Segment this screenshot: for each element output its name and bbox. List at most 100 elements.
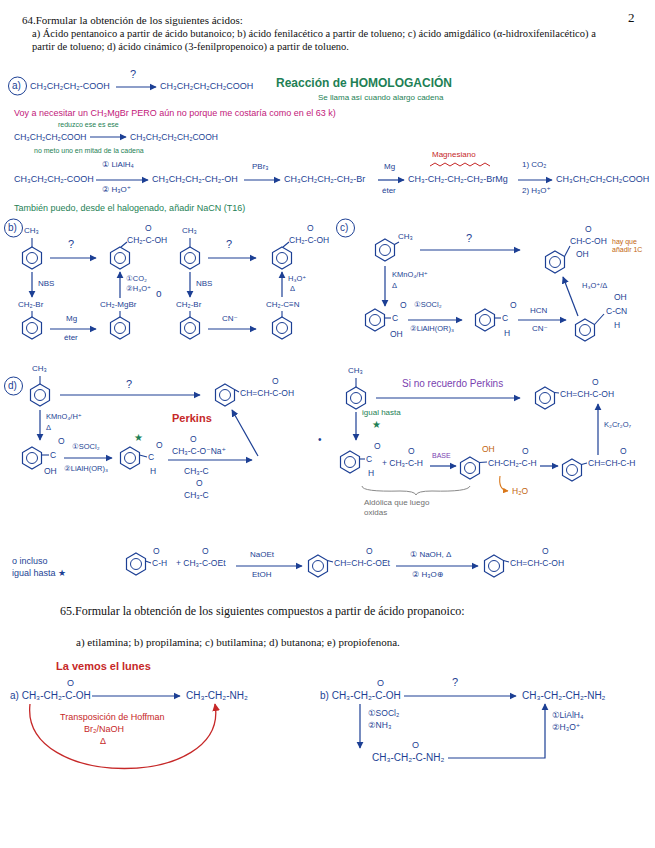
reaction-arrow [281,272,282,297]
formula-text: CN⁻ [532,324,548,334]
formula-text: CH-C-OH [570,236,607,246]
benzene-ring [23,447,42,469]
formula-text: CH-CH₂-C-H [488,458,537,468]
note-text: BASE [432,452,451,460]
formula-text: CH₂-C-OH [127,235,167,245]
reaction-arrow [116,86,156,87]
formula-text: Δ [392,281,397,290]
formula-text: O [592,377,599,387]
formula-text: CH₃-CH₂-NH₂ [186,690,248,702]
reaction-arrow [90,136,126,137]
item-circle [9,77,27,95]
formula-text: ? [130,68,136,81]
formula-text: KMnO₄/H⁺ [46,412,82,421]
formula-text: O [377,678,384,689]
note-text: ★ [372,419,381,431]
formula-text: ①SOCl₂ [414,300,442,309]
reaction-arrow [448,704,545,758]
formula-text: CH=CH-C-H [588,458,635,468]
formula-text: ① LiAlH₄ [102,160,134,170]
formula-text: ② H₃O⁺ [102,185,131,195]
formula-text: ? [452,676,458,689]
bond-line [565,246,571,257]
reaction-arrow [430,465,456,466]
formula-text: ? [466,232,472,245]
formula-text: OH [576,249,589,259]
formula-text: CH₃CH₂CH₂-CH₂-OH [152,174,238,185]
formula-text: + CH₃-C-OEt [176,558,226,568]
note-text: ★ [134,432,143,444]
formula-text: PBr₃ [252,162,269,172]
formula-text: H [504,328,510,338]
formula-text: CH=CH-C-OH [240,388,294,398]
bond-line [42,454,50,455]
reaction-arrow [31,272,32,297]
note-text: igual hasta [362,408,401,418]
bond-line [495,317,502,318]
formula-text: igual hasta ★ [12,568,66,579]
reaction-arrow [518,319,566,320]
formula-text: 2) H₃O⁺ [522,186,551,196]
benzene-ring [121,447,140,469]
formula-text: ? [68,238,74,251]
formula-text: ① NaOH, Δ [410,550,451,560]
formula-text: CH₂-Br [176,300,201,310]
note-text: OH [482,444,495,454]
reaction-arrow [96,179,148,180]
formula-text: CH₃-C [184,466,209,476]
bond-line [119,311,120,317]
formula-text: H₃O⁺/Δ [582,281,607,290]
formula-text: ②LiAlH(OR)₃ [410,324,454,333]
reaction-arrow [50,328,96,329]
formula-text: CH₃CH₂CH₂-CH₂-Br [284,174,365,185]
formula-text: ①CO₂ [126,274,147,283]
formula-text: Mg [66,314,77,324]
reaction-arrow [64,457,112,458]
reaction-arrow [60,394,200,395]
question-text: a) Ácido pentanoico a partir de ácido bu… [32,28,602,53]
note-text: Voy a necesitar un CH₃MgBr PERO aún no p… [14,108,336,119]
formula-text: ? [126,378,132,391]
formula-text: CH=CH-C-OEt [334,558,390,568]
formula-text: CH₂-C-OH [289,235,329,245]
reaction-arrow [168,459,252,460]
formula-text: CH₂-C≡N [266,300,300,310]
formula-text: CH₃CH₂CH₂-COOH [14,174,94,185]
question-text: 2 [628,10,635,26]
note-text: Transposición de Hoffman [60,712,165,723]
formula-text: O [620,446,627,456]
formula-text: CH₃ [182,226,197,236]
note-text: reduzco ese es ese [58,121,119,129]
formula-text: • [318,434,322,446]
formula-text: CH₃CH₂CH₂CH₂COOH [556,174,649,185]
note-text: Se llama así cuando alargo cadena [318,93,443,103]
formula-text: CH=CH-C-OH [510,558,564,568]
formula-text: O [196,478,203,488]
bond-line [555,392,560,394]
reaction-arrow [39,410,40,440]
formula-text: C [50,450,56,460]
reaction-arrow [384,266,385,306]
reaction-arrow [232,410,258,456]
formula-text: c) [340,222,348,234]
formula-text: H [150,466,156,476]
reaction-arrow [518,179,552,180]
formula-text: O [412,740,419,751]
highlight-squiggle [430,163,490,166]
bond-line [235,390,240,393]
item-circle [5,219,23,237]
reaction-arrow [378,179,404,180]
benzene-ring [127,553,146,575]
reaction-arrow [189,272,190,297]
brace [362,486,470,495]
formula-text: CH₃-C [184,490,209,500]
formula-text: a) CH₃-CH₂-C-OH [10,690,91,702]
formula-text: Δ [46,423,51,432]
formula-text: C [148,452,154,462]
benzene-ring [341,451,360,473]
reaction-arrow [404,695,516,696]
formula-text: C [502,313,508,323]
benzene-ring [376,239,395,261]
benzene-ring [23,317,42,339]
